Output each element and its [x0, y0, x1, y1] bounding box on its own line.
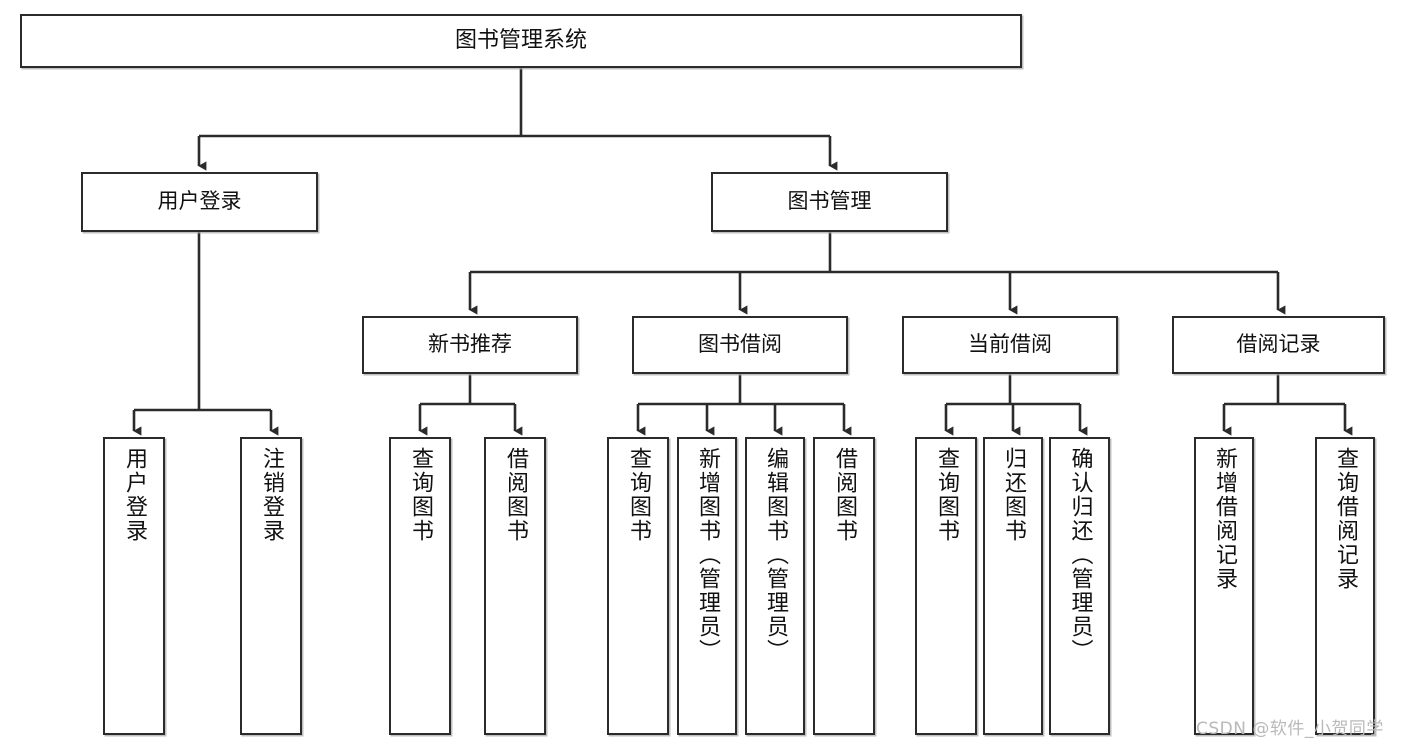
leaf-borrow-book[interactable]: 借阅图书: [813, 437, 875, 735]
node-book-borrow-label: 图书借阅: [698, 332, 782, 357]
leaf-query-book-borrow-label: 查询图书: [626, 447, 651, 543]
leaf-edit-book-admin[interactable]: 编辑图书（管理员）: [745, 437, 805, 735]
leaf-return-book[interactable]: 归还图书: [983, 437, 1043, 735]
leaf-borrow-book-recommend[interactable]: 借阅图书: [484, 437, 546, 735]
leaf-logout-label: 注销登录: [259, 447, 284, 543]
leaf-edit-book-admin-label: 编辑图书（管理员）: [763, 447, 788, 663]
leaf-user-login-label: 用户登录: [122, 447, 147, 543]
leaf-confirm-return-admin-label: 确认归还（管理员）: [1067, 447, 1093, 663]
leaf-borrow-book-recommend-label: 借阅图书: [503, 447, 528, 543]
leaf-query-borrow-record-label: 查询借阅记录: [1333, 447, 1358, 591]
leaf-user-login[interactable]: 用户登录: [103, 437, 165, 735]
node-root[interactable]: 图书管理系统: [20, 14, 1022, 68]
node-user-login[interactable]: 用户登录: [81, 172, 318, 232]
leaf-query-book-recommend-label: 查询图书: [408, 447, 433, 543]
node-book-management-label: 图书管理: [787, 189, 872, 214]
node-book-borrow[interactable]: 图书借阅: [632, 316, 848, 374]
node-current-borrow[interactable]: 当前借阅: [902, 316, 1118, 374]
leaf-add-borrow-record[interactable]: 新增借阅记录: [1194, 437, 1254, 735]
leaf-return-book-label: 归还图书: [1001, 447, 1026, 543]
leaf-logout[interactable]: 注销登录: [240, 437, 302, 735]
node-new-book-recommend[interactable]: 新书推荐: [362, 316, 578, 374]
leaf-query-book-current-label: 查询图书: [934, 447, 959, 543]
leaf-borrow-book-label: 借阅图书: [832, 447, 857, 543]
node-borrow-record[interactable]: 借阅记录: [1172, 316, 1385, 374]
leaf-query-book-recommend[interactable]: 查询图书: [389, 437, 451, 735]
node-current-borrow-label: 当前借阅: [968, 332, 1052, 357]
leaf-add-book-admin[interactable]: 新增图书（管理员）: [677, 437, 737, 735]
node-user-login-label: 用户登录: [157, 189, 242, 214]
leaf-query-book-borrow[interactable]: 查询图书: [607, 437, 669, 735]
csdn-watermark: CSDN @软件_小贺同学: [1196, 719, 1384, 739]
node-root-label: 图书管理系统: [454, 27, 587, 53]
node-borrow-record-label: 借阅记录: [1236, 332, 1321, 357]
leaf-confirm-return-admin[interactable]: 确认归还（管理员）: [1049, 437, 1110, 735]
node-new-book-recommend-label: 新书推荐: [428, 332, 512, 357]
node-book-management[interactable]: 图书管理: [711, 172, 948, 232]
leaf-add-book-admin-label: 新增图书（管理员）: [695, 447, 720, 663]
leaf-query-borrow-record[interactable]: 查询借阅记录: [1315, 437, 1375, 735]
leaf-add-borrow-record-label: 新增借阅记录: [1212, 447, 1237, 591]
leaf-query-book-current[interactable]: 查询图书: [915, 437, 977, 735]
